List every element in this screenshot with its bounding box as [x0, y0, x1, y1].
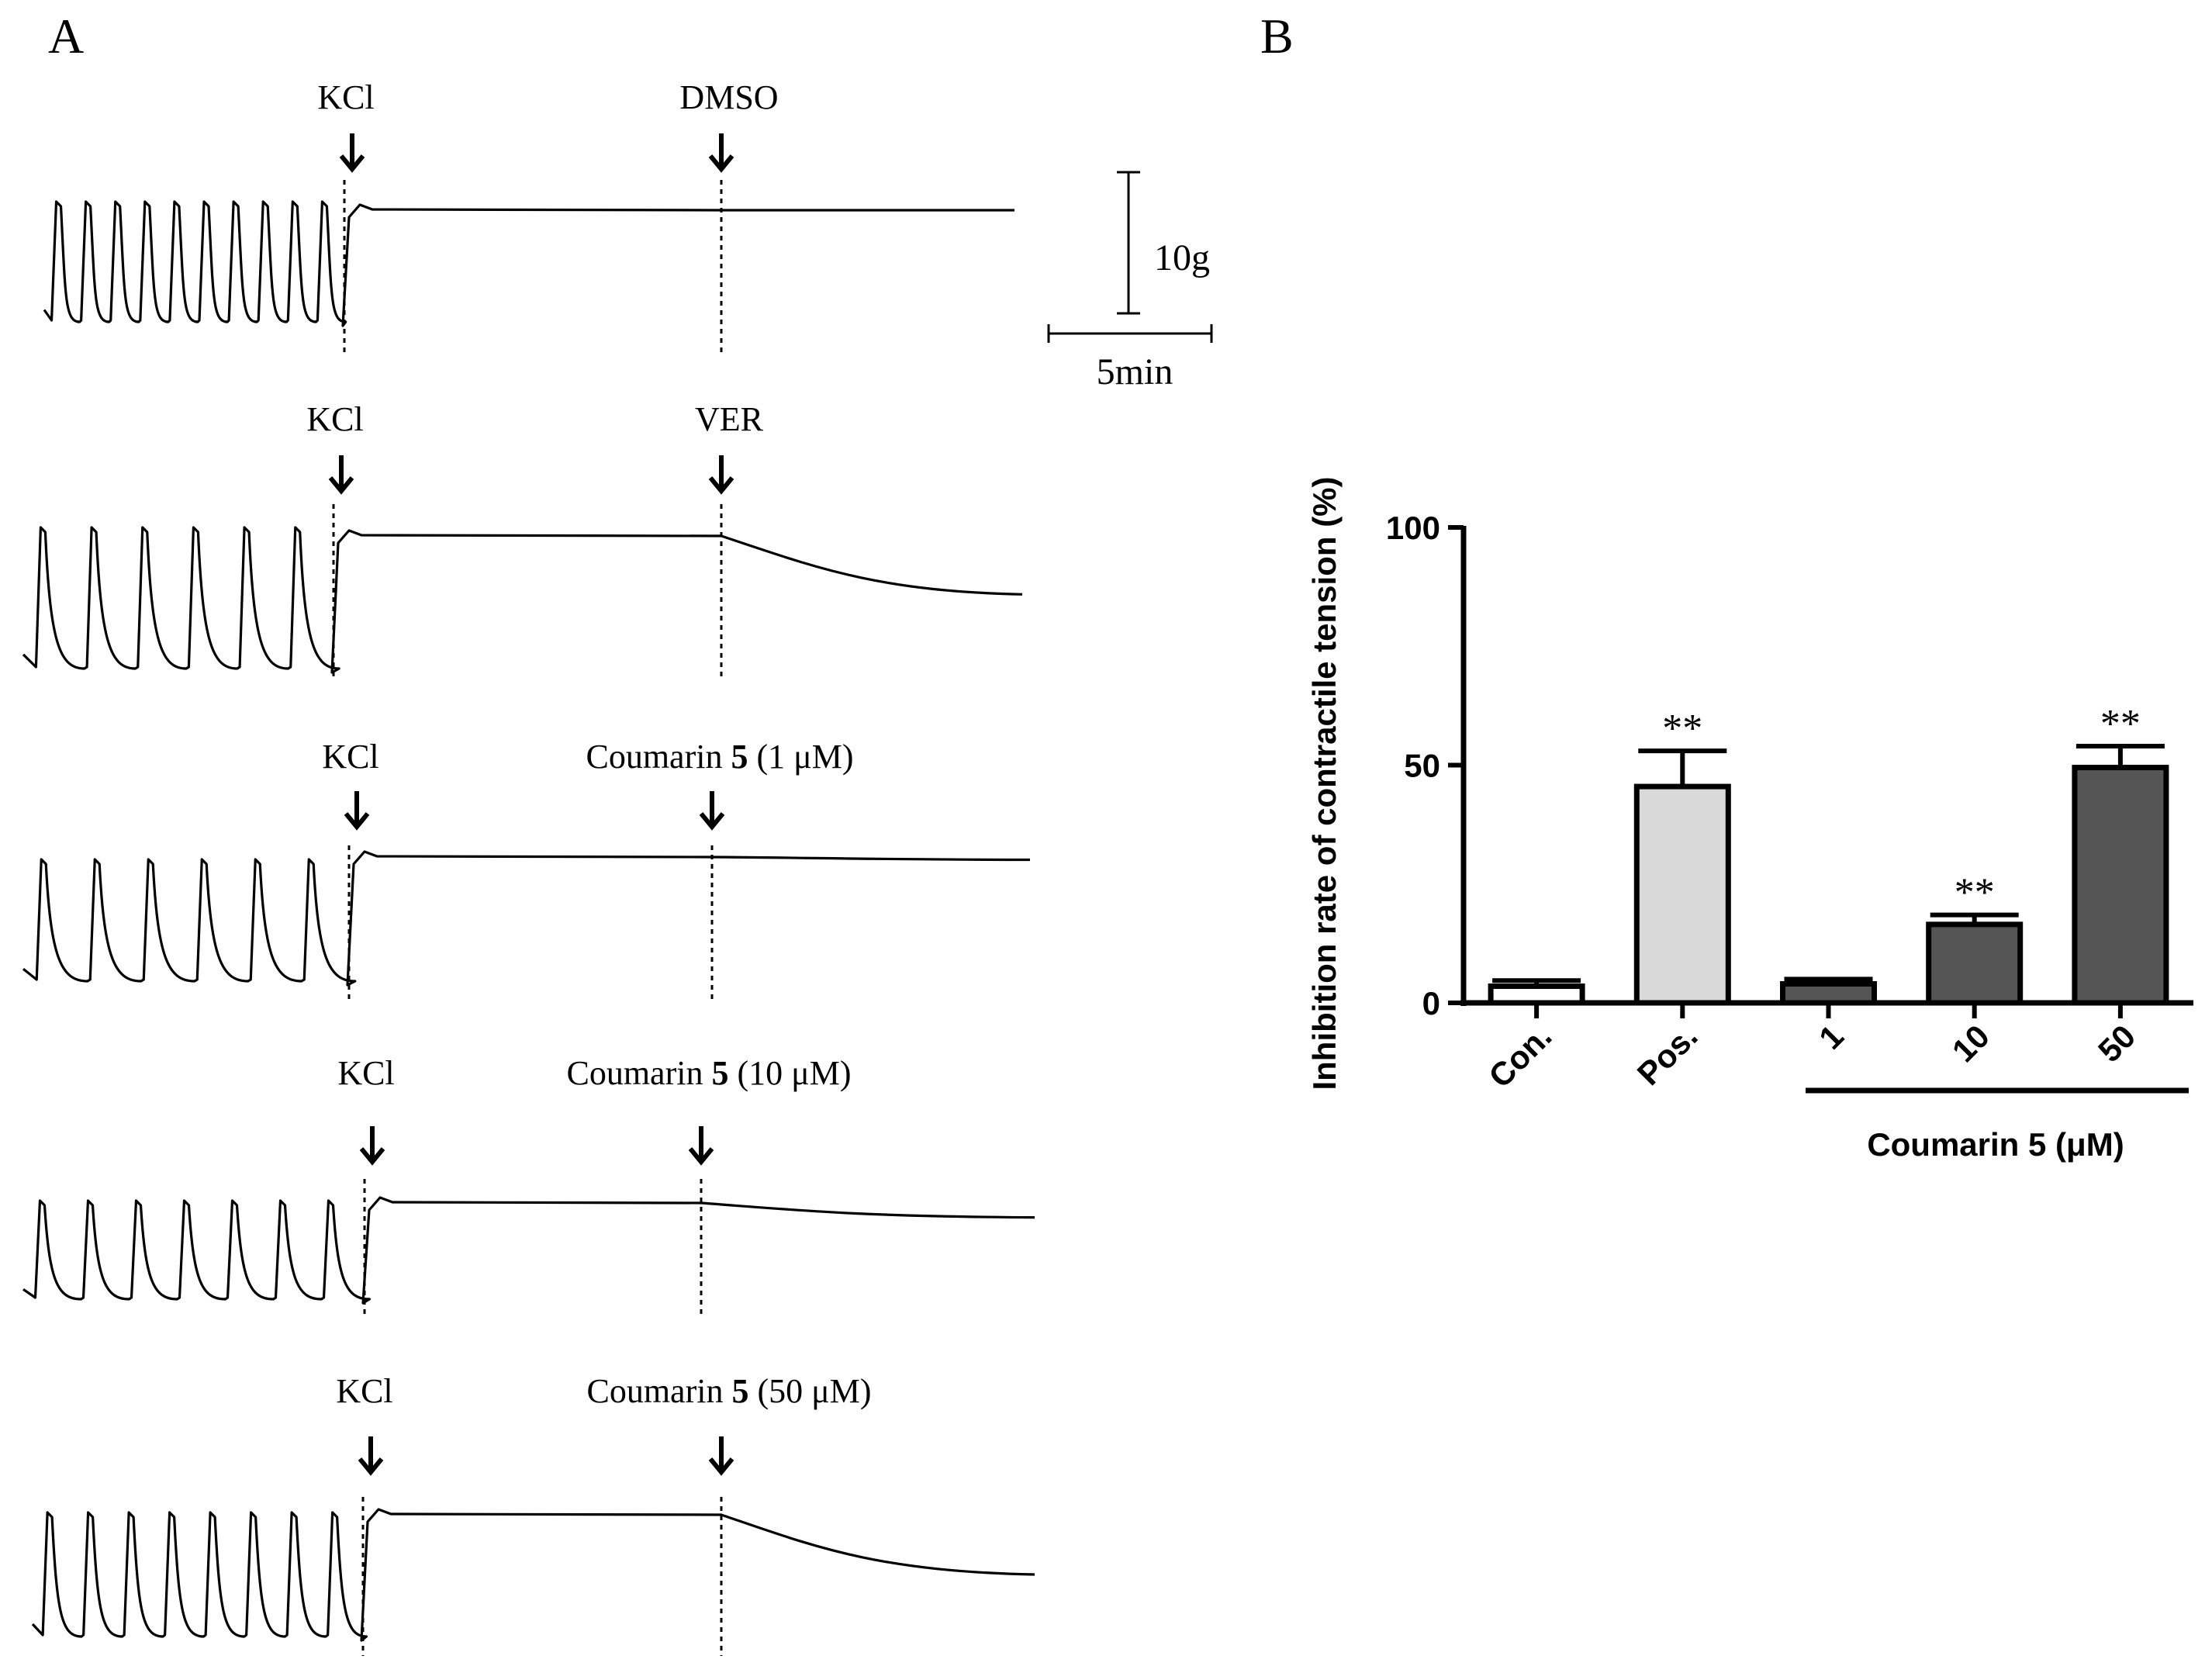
significance-label: **	[2100, 702, 2141, 746]
kcl-label: KCl	[336, 1372, 392, 1410]
panel-b: B Inhibition rate of contractile tension…	[1260, 9, 2193, 1163]
bar-pos	[1633, 783, 1731, 1006]
trace-panel-4: KCl Coumarin 5 (10 μM)	[22, 1054, 1035, 1319]
y-tick-label: 0	[1422, 985, 1440, 1021]
kcl-label: KCl	[317, 78, 374, 116]
kcl-arrow-icon	[339, 133, 365, 173]
drug-label: VER	[695, 400, 764, 438]
drug-label: Coumarin 5 (50 μM)	[586, 1372, 871, 1410]
trace-panel-5: KCl Coumarin 5 (50 μM)	[31, 1372, 1035, 1656]
bar-con	[1488, 983, 1585, 1006]
kcl-arrow-icon	[328, 455, 354, 495]
category-label: Con.	[1481, 1018, 1558, 1094]
scale-bar: 10g 5min	[1047, 171, 1213, 392]
y-axis-label: Inhibition rate of contractile tension (…	[1306, 476, 1343, 1090]
tension-trace	[22, 526, 1023, 674]
kcl-label: KCl	[306, 400, 363, 438]
drug-label: Coumarin 5 (1 μM)	[586, 738, 853, 776]
panel-b-label: B	[1260, 9, 1294, 64]
kcl-label: KCl	[322, 738, 378, 776]
category-label: 50	[2091, 1018, 2142, 1069]
bar-10	[1926, 921, 2024, 1006]
tension-trace	[22, 1196, 1035, 1305]
coumarin-group-label: Coumarin 5 (μM)	[1867, 1126, 2124, 1163]
kcl-arrow-icon	[344, 791, 370, 831]
kcl-arrow-icon	[358, 1436, 384, 1476]
scale-bar-force-label: 10g	[1154, 237, 1210, 278]
trace-panel-1: KCl DMSO	[43, 78, 1014, 355]
kcl-label: KCl	[337, 1054, 394, 1092]
trace-panel-2: KCl VER	[22, 400, 1023, 679]
significance-label: **	[1955, 871, 1995, 915]
drug-arrow-icon	[708, 133, 734, 173]
tension-trace	[22, 850, 1031, 987]
y-tick-label: 100	[1386, 510, 1440, 546]
drug-label: Coumarin 5 (10 μM)	[566, 1054, 851, 1092]
drug-arrow-icon	[708, 1436, 734, 1476]
tension-trace	[31, 1508, 1035, 1642]
panel-a-label: A	[48, 9, 84, 64]
bar-50	[2072, 765, 2169, 1006]
category-label: 1	[1812, 1018, 1851, 1056]
scale-bar-time-label: 5min	[1097, 351, 1173, 392]
drug-arrow-icon	[708, 455, 734, 495]
drug-arrow-icon	[699, 791, 725, 831]
trace-panel-3: KCl Coumarin 5 (1 μM)	[22, 738, 1031, 999]
category-label: Pos.	[1630, 1018, 1705, 1092]
bar-1	[1780, 980, 1877, 1006]
y-tick-label: 50	[1404, 748, 1440, 784]
drug-arrow-icon	[688, 1126, 714, 1166]
drug-label: DMSO	[679, 78, 778, 116]
tension-trace	[43, 200, 1014, 327]
kcl-arrow-icon	[359, 1126, 385, 1166]
significance-label: **	[1662, 707, 1702, 751]
category-label: 10	[1945, 1018, 1996, 1069]
